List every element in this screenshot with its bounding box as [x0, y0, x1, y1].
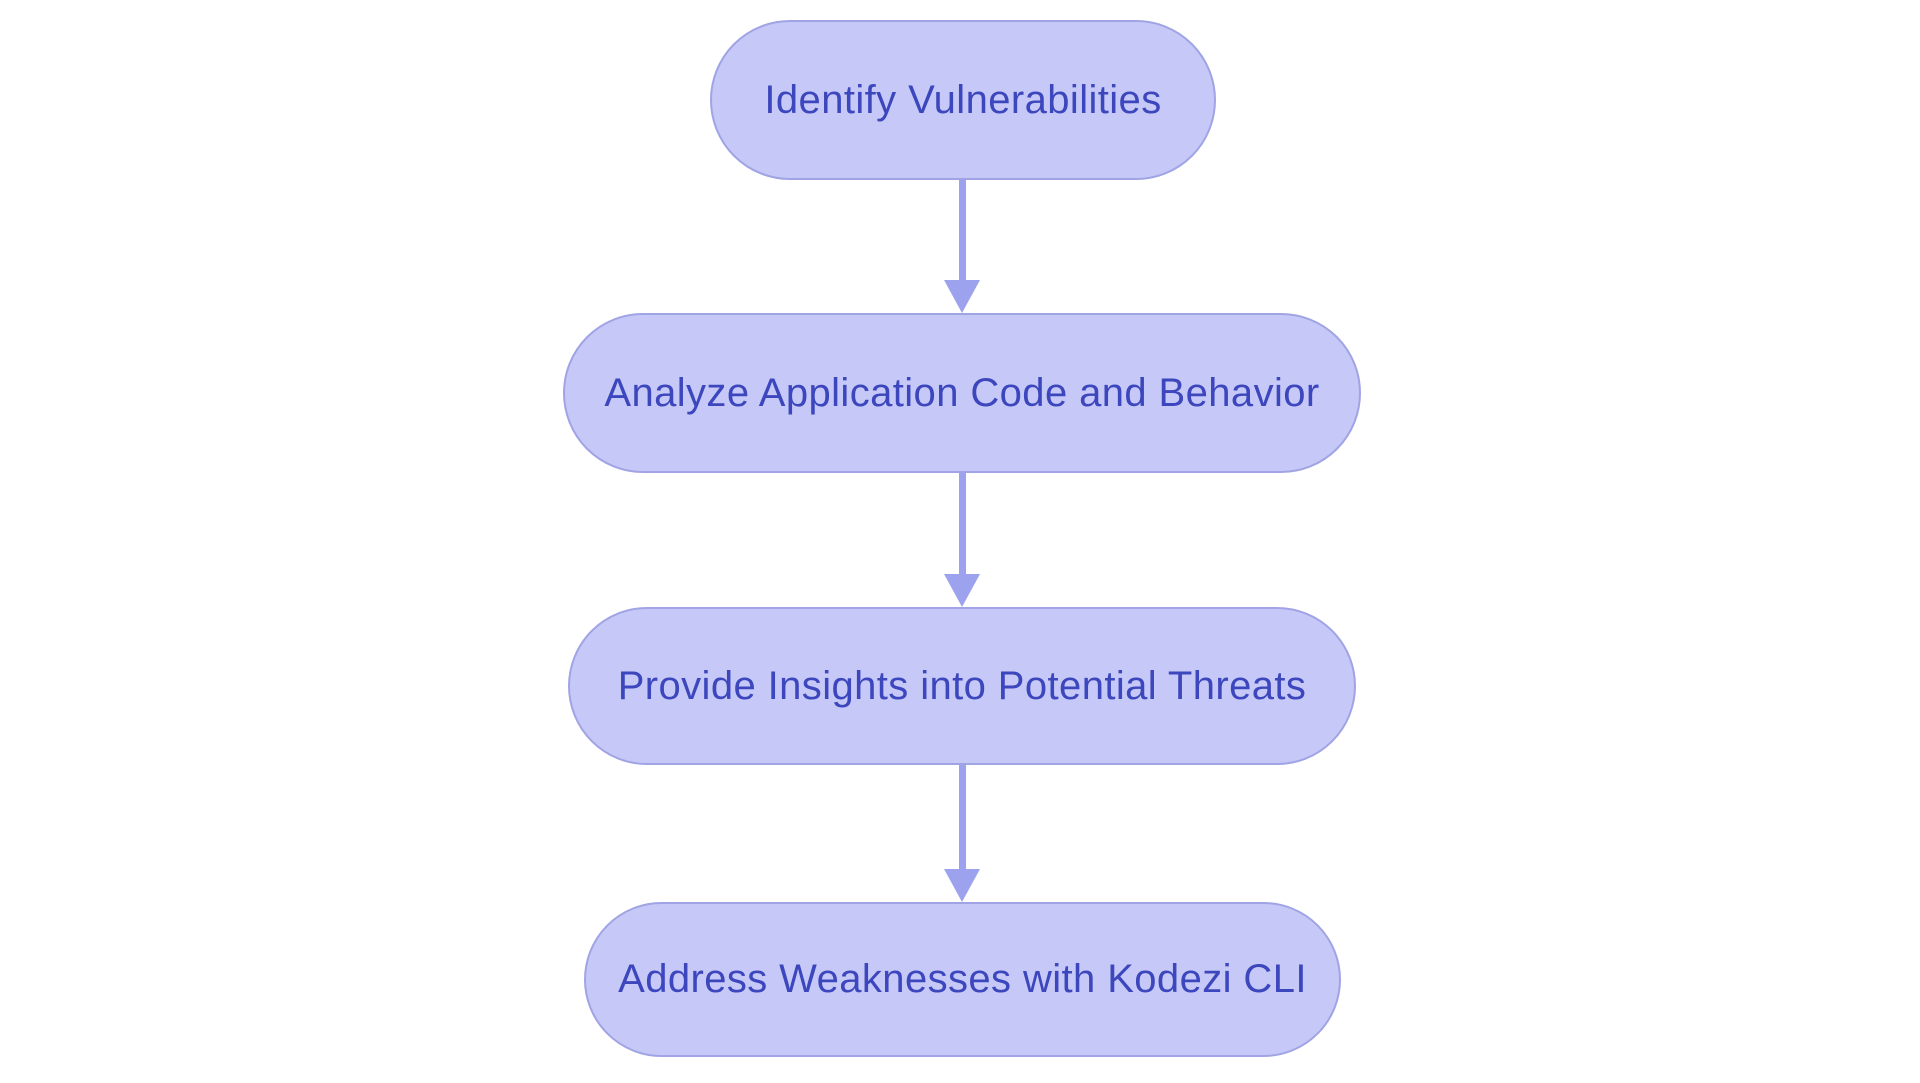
arrow-down-icon	[944, 574, 980, 607]
flow-node-analyze-application-code: Analyze Application Code and Behavior	[563, 313, 1361, 473]
flow-arrow-1	[944, 180, 980, 313]
arrow-line	[958, 180, 966, 280]
flow-arrow-3	[944, 765, 980, 902]
flow-node-label: Address Weaknesses with Kodezi CLI	[618, 957, 1307, 1001]
arrow-down-icon	[944, 869, 980, 902]
flow-node-identify-vulnerabilities: Identify Vulnerabilities	[710, 20, 1216, 180]
arrow-down-icon	[944, 280, 980, 313]
flow-arrow-2	[944, 473, 980, 607]
arrow-line	[958, 765, 966, 869]
flow-node-provide-insights: Provide Insights into Potential Threats	[568, 607, 1356, 765]
flow-node-address-weaknesses: Address Weaknesses with Kodezi CLI	[584, 902, 1341, 1057]
flow-node-label: Identify Vulnerabilities	[764, 77, 1162, 122]
flow-node-label: Provide Insights into Potential Threats	[617, 663, 1307, 708]
flow-node-label: Analyze Application Code and Behavior	[604, 370, 1320, 415]
arrow-line	[958, 473, 966, 574]
